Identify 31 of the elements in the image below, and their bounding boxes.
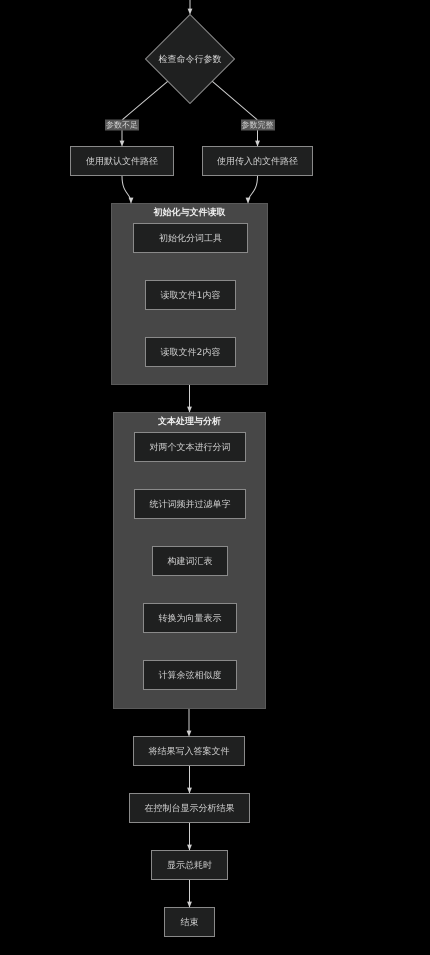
arrow bbox=[188, 0, 192, 15]
process-box: 在控制台显示分析结果 bbox=[129, 793, 250, 823]
process-box: 对两个文本进行分词 bbox=[134, 432, 246, 462]
process-box: 将结果写入答案文件 bbox=[133, 736, 245, 766]
group-panel bbox=[113, 412, 266, 709]
process-box: 初始化分词工具 bbox=[133, 223, 248, 253]
process-box: 读取文件1内容 bbox=[145, 280, 236, 310]
arrow bbox=[212, 81, 260, 147]
edge-label: 参数完整 bbox=[240, 120, 274, 130]
process-box: 显示总耗时 bbox=[151, 850, 228, 880]
decision-text: 检查命令行参数 bbox=[158, 54, 222, 66]
edge-label: 参数不足 bbox=[105, 120, 139, 130]
arrow bbox=[187, 822, 192, 851]
arrow bbox=[186, 708, 192, 737]
process-box: 计算余弦相似度 bbox=[143, 660, 237, 690]
process-box: 使用默认文件路径 bbox=[70, 146, 174, 176]
arrow bbox=[122, 176, 133, 204]
arrow bbox=[246, 176, 258, 204]
process-box: 构建词汇表 bbox=[152, 546, 228, 576]
group-title: 初始化与文件读取 bbox=[152, 206, 226, 219]
arrow bbox=[187, 766, 192, 794]
process-box: 读取文件2内容 bbox=[145, 337, 236, 367]
group-panel bbox=[111, 203, 268, 385]
arrow bbox=[187, 384, 192, 413]
process-box: 统计词频并过滤单字 bbox=[134, 489, 246, 519]
group-title: 文本处理与分析 bbox=[157, 415, 222, 428]
arrow bbox=[187, 880, 192, 908]
process-box: 使用传入的文件路径 bbox=[202, 146, 313, 176]
arrow bbox=[120, 81, 168, 147]
process-box: 结束 bbox=[164, 907, 215, 937]
process-box: 转换为向量表示 bbox=[143, 603, 237, 633]
